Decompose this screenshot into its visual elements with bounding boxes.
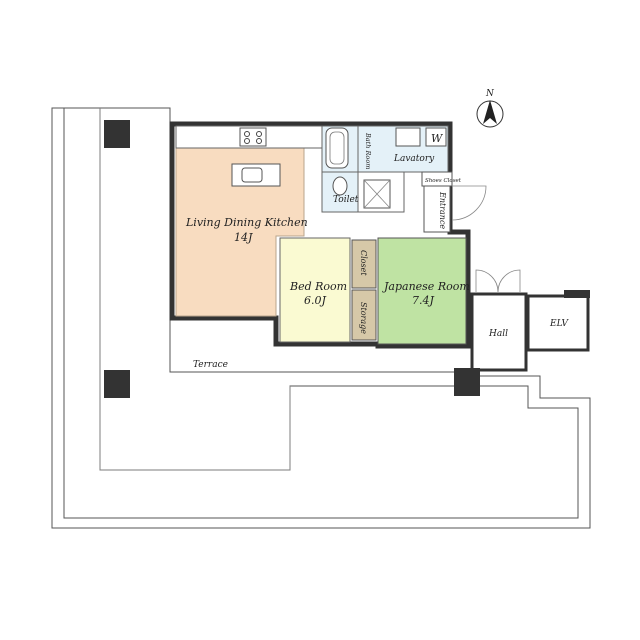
hall-outline [470, 292, 528, 372]
bedroom-label: Bed Room [289, 280, 347, 293]
toilet-fixture [332, 176, 348, 196]
washer-label: W [431, 132, 444, 145]
kitchen-sink [241, 167, 263, 183]
japanese-room-label: Japanese Room [382, 280, 470, 293]
bathtub-inner [329, 131, 345, 165]
entrance-label: Entrance [438, 191, 447, 229]
hall-label: Hall [488, 329, 508, 339]
bedroom-size: 6.0J [304, 294, 326, 307]
storage [351, 289, 377, 341]
stair-wall [564, 290, 590, 298]
ldk-size: 14J [234, 231, 253, 244]
linen-storage-cross [363, 179, 391, 209]
bathtub [325, 127, 349, 169]
burner-icon [244, 131, 250, 137]
lavatory-sink [395, 127, 421, 147]
elevator [526, 294, 590, 352]
entrance-door-swing [451, 185, 487, 221]
japanese-room-size: 7.4J [412, 294, 434, 307]
burner-icon [256, 138, 262, 144]
washer-box [425, 127, 447, 147]
storage-label: Storage [359, 302, 368, 334]
closet-label: Closet [359, 250, 368, 276]
toilet-label: Toilet [333, 195, 359, 205]
north-arrow-icon [483, 100, 497, 124]
terrace-railing [99, 108, 291, 471]
elevator-label: ELV [549, 319, 569, 329]
terrace-label: Terrace [193, 360, 228, 370]
hall-door-swing [475, 269, 521, 293]
pillar-center [454, 368, 480, 396]
shoes-closet-label: Shoes Closet [425, 178, 462, 184]
lavatory-label: Lavatory [393, 154, 435, 164]
burner-icon [256, 131, 262, 137]
compass-label: N [485, 89, 495, 99]
closet [351, 239, 377, 289]
cooktop [239, 127, 267, 147]
pillar-top-left [104, 120, 130, 148]
burner-icon [244, 138, 250, 144]
bathroom-label: Bath Room [364, 132, 372, 169]
compass: N [476, 89, 504, 128]
entrance-floor [423, 185, 451, 233]
pillar-bottom-left [104, 370, 130, 398]
japanese-room-floor [377, 237, 467, 345]
bedroom-floor [279, 237, 351, 343]
ldk-label: Living Dining Kitchen [185, 216, 308, 229]
